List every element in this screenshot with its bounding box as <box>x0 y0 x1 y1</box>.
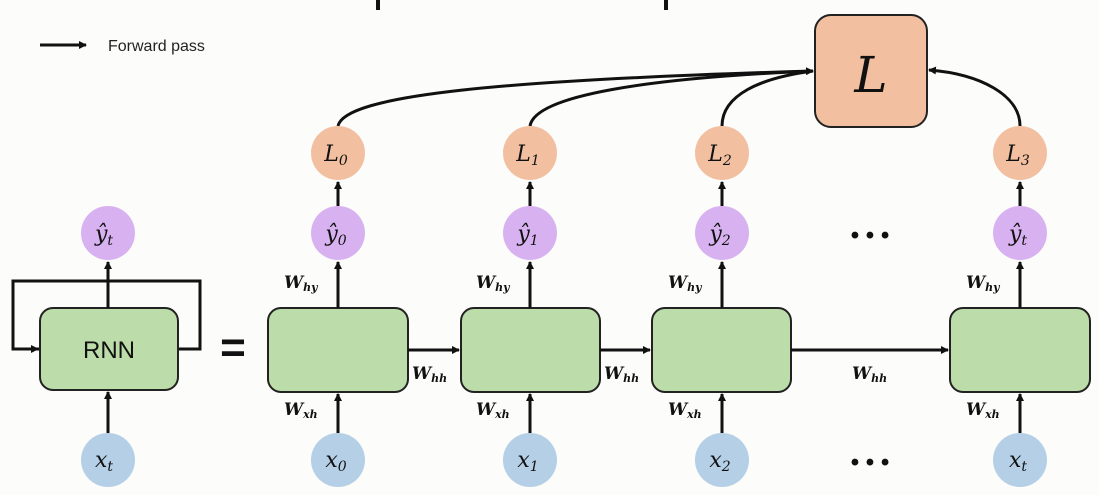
legend-label: Forward pass <box>108 38 205 55</box>
rnn-cell <box>267 307 409 393</box>
loss-connector-0 <box>336 67 814 127</box>
loss-node <box>503 126 557 180</box>
input-node <box>311 433 365 487</box>
input-node <box>503 433 557 487</box>
input-node-label: x0 <box>325 448 346 475</box>
rnn-cell-label: RNN <box>83 337 135 364</box>
legend: Forward pass <box>40 38 205 55</box>
w-xh-label: Wxh <box>966 400 1000 421</box>
ellipsis-inputs: • • • <box>851 449 890 476</box>
w-xh-label: Wxh <box>284 400 318 421</box>
w-hy-label: Why <box>668 273 703 294</box>
loss-node-label: L2 <box>707 142 732 169</box>
loss-node-label: L3 <box>1005 142 1030 169</box>
input-node-label: x2 <box>709 448 730 475</box>
loss-node <box>695 126 749 180</box>
input-node <box>993 433 1047 487</box>
input-node <box>81 433 135 487</box>
loss-node <box>311 126 365 180</box>
output-node <box>311 206 365 260</box>
rnn-cell <box>460 307 601 393</box>
title-fragment <box>664 0 668 10</box>
output-node <box>503 206 557 260</box>
loss-connector-3 <box>928 66 1022 127</box>
output-node <box>993 206 1047 260</box>
loss-node-label: L0 <box>323 142 348 169</box>
w-xh-label: Wxh <box>668 400 702 421</box>
output-node-label: ŷt <box>94 222 113 249</box>
loss-node <box>993 126 1047 180</box>
w-hh-label-0: Whh <box>412 364 447 385</box>
w-xh-label: Wxh <box>476 400 510 421</box>
loss-node-label: L1 <box>515 142 540 169</box>
w-hy-label: Why <box>476 273 511 294</box>
total-loss-label: L <box>853 46 887 104</box>
w-hh-label-1: Whh <box>604 364 639 385</box>
input-node-label: x1 <box>517 448 538 475</box>
input-node-label: xt <box>95 448 113 475</box>
folded-rnn: RNN ŷt xt <box>11 206 202 487</box>
rnn-cell <box>949 307 1091 393</box>
output-node <box>81 206 135 260</box>
total-loss-box <box>814 14 928 128</box>
output-node-label: ŷt <box>1008 222 1027 249</box>
w-hy-label: Why <box>966 273 1001 294</box>
loss-connector-1 <box>528 69 814 127</box>
output-node-label: ŷ1 <box>516 222 538 249</box>
title-fragment <box>376 0 380 10</box>
w-hh-label-2: Whh <box>852 364 887 385</box>
w-hy-label: Why <box>284 273 319 294</box>
ellipsis-outputs: • • • <box>851 222 890 249</box>
loss-connector-2 <box>720 69 814 127</box>
equals-sign: = <box>220 323 246 372</box>
output-node <box>695 206 749 260</box>
output-node-label: ŷ0 <box>324 222 346 249</box>
output-node-label: ŷ2 <box>708 222 730 249</box>
rnn-cell <box>651 307 792 393</box>
input-node-label: xt <box>1009 448 1027 475</box>
input-node <box>695 433 749 487</box>
